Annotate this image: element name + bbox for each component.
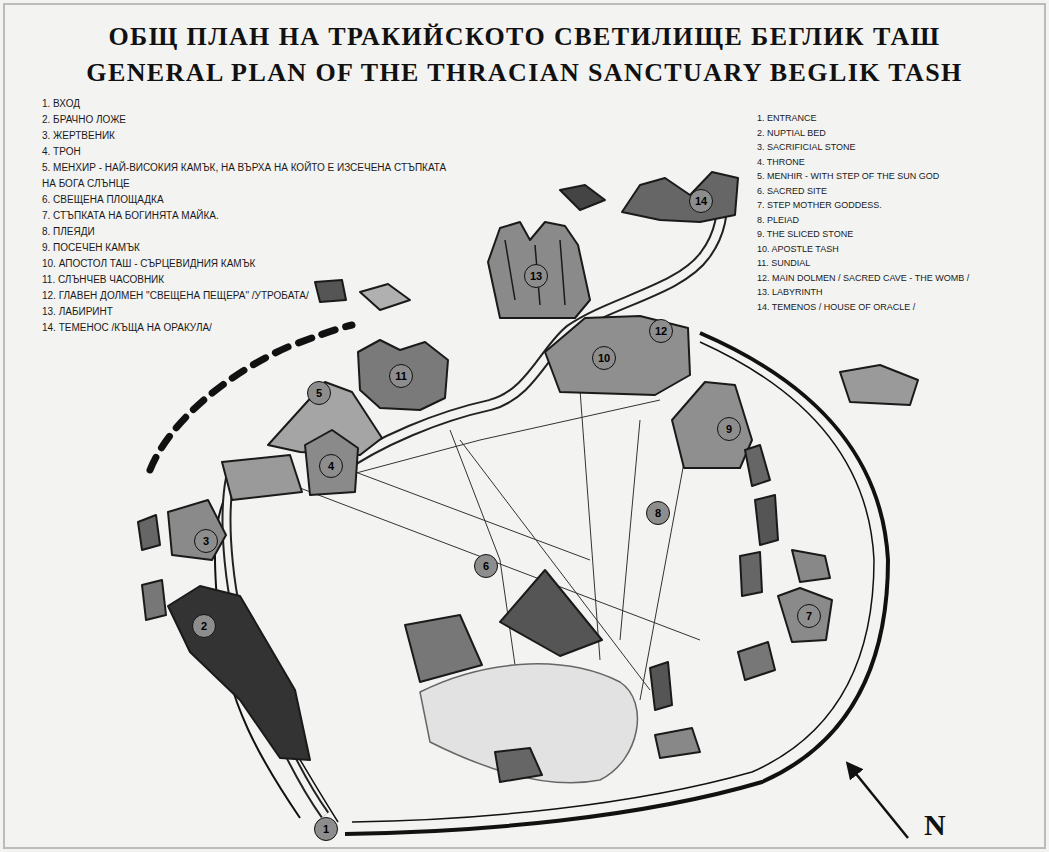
- callout-number: 14: [695, 195, 707, 207]
- legend-item: 7. СТЪПКАТА НА БОГИНЯТА МАЙКА.: [42, 208, 457, 224]
- legend-item: 8. PLEIAD: [757, 213, 1042, 228]
- legend-item: 9. THE SLICED STONE: [757, 227, 1042, 242]
- callout-number: 9: [726, 423, 732, 435]
- callout-circle: 9: [717, 417, 741, 441]
- callout-circle: 8: [646, 501, 670, 525]
- legend-item: 9. ПОСЕЧЕН КАМЪК: [42, 240, 457, 256]
- callout-number: 7: [806, 610, 812, 622]
- callout-circle: 3: [194, 529, 218, 553]
- callout-number: 10: [598, 352, 610, 364]
- callout-circle: 1: [314, 817, 338, 841]
- legend-item: 6. СВЕЩЕНА ПЛОЩАДКА: [42, 192, 457, 208]
- legend-item: 12. ГЛАВЕН ДОЛМЕН "СВЕЩЕНА ПЕЩЕРА" /УТРО…: [42, 288, 457, 304]
- callout-circle: 11: [389, 364, 413, 388]
- north-label: N: [924, 808, 946, 842]
- legend-item: 5. МЕНХИР - НАЙ-ВИСОКИЯ КАМЪК, НА ВЪРХА …: [42, 160, 457, 192]
- legend-item: 11. СЛЪНЧЕВ ЧАСОВНИК: [42, 272, 457, 288]
- callout-number: 12: [655, 325, 667, 337]
- callout-number: 6: [483, 560, 489, 572]
- callout-number: 4: [328, 460, 334, 472]
- legend-item: 2. БРАЧНО ЛОЖЕ: [42, 112, 457, 128]
- legend-item: 8. ПЛЕЯДИ: [42, 224, 457, 240]
- callout-circle: 12: [649, 319, 673, 343]
- legend-item: 12. MAIN DOLMEN / SACRED CAVE - THE WOMB…: [757, 271, 1042, 286]
- enclosure: [150, 325, 888, 834]
- callout-number: 2: [201, 620, 207, 632]
- legend-item: 10. АПОСТОЛ ТАШ - СЪРЦЕВИДНИЯ КАМЪК: [42, 256, 457, 272]
- legend-item: 1. ENTRANCE: [757, 111, 1042, 126]
- legend-list-bg: 1. ВХОД2. БРАЧНО ЛОЖЕ3. ЖЕРТВЕНИК4. ТРОН…: [42, 96, 457, 336]
- legend-item: 11. SUNDIAL: [757, 256, 1042, 271]
- callout-circle: 4: [319, 454, 343, 478]
- callout-circle: 5: [307, 381, 331, 405]
- sign-frame: [4, 4, 1045, 848]
- callout-number: 5: [316, 387, 322, 399]
- callout-number: 11: [395, 370, 407, 382]
- legend-item: 3. ЖЕРТВЕНИК: [42, 128, 457, 144]
- title: ОБЩ ПЛАН НА ТРАКИЙСКОТО СВЕТИЛИЩЕ БЕГЛИК…: [0, 22, 1049, 52]
- legend-item: 14. TEMENOS / HOUSE OF ORACLE /: [757, 300, 1042, 315]
- north-arrow: [848, 764, 908, 838]
- legend-item: 13. ЛАБИРИНТ: [42, 304, 457, 320]
- subtitle: GENERAL PLAN OF THE THRACIAN SANCTUARY B…: [0, 58, 1049, 88]
- legend-item: 3. SACRIFICIAL STONE: [757, 140, 1042, 155]
- legend-item: 14. ТЕМЕНОС /КЪЩА НА ОРАКУЛА/: [42, 320, 457, 336]
- legend-item: 6. SACRED SITE: [757, 184, 1042, 199]
- callout-circle: 2: [192, 614, 216, 638]
- callout-number: 1: [323, 823, 329, 835]
- callout-circle: 14: [689, 189, 713, 213]
- legend-item: 4. ТРОН: [42, 144, 457, 160]
- callout-number: 3: [203, 535, 209, 547]
- legend-item: 1. ВХОД: [42, 96, 457, 112]
- callout-circle: 7: [797, 604, 821, 628]
- legend-item: 13. LABYRINTH: [757, 285, 1042, 300]
- legend-item: 10. APOSTLE TASH: [757, 242, 1042, 257]
- callout-number: 13: [530, 270, 542, 282]
- legend-item: 7. STEP MOTHER GODDESS.: [757, 198, 1042, 213]
- callout-circle: 13: [524, 264, 548, 288]
- callout-circle: 6: [474, 554, 498, 578]
- legend-item: 2. NUPTIAL BED: [757, 126, 1042, 141]
- legend-item: 4. THRONE: [757, 155, 1042, 170]
- legend-list-en: 1. ENTRANCE2. NUPTIAL BED3. SACRIFICIAL …: [757, 111, 1042, 314]
- callout-circle: 10: [592, 346, 616, 370]
- legend-item: 5. MENHIR - WITH STEP OF THE SUN GOD: [757, 169, 1042, 184]
- callout-number: 8: [655, 507, 661, 519]
